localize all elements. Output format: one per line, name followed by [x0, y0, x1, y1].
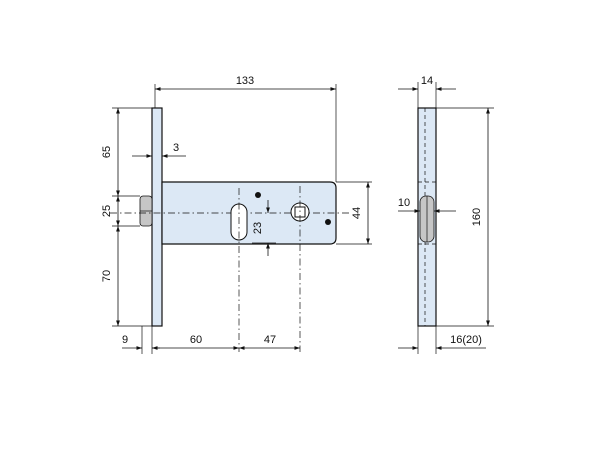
label-3: 3	[173, 142, 179, 154]
lock-case	[161, 181, 337, 245]
label-44: 44	[351, 207, 363, 219]
side-view: 14 10 160 16(20)	[398, 75, 494, 354]
label-47: 47	[264, 334, 276, 346]
label-10: 10	[398, 197, 410, 209]
label-70: 70	[101, 270, 113, 282]
label-160: 160	[471, 208, 483, 226]
label-9: 9	[122, 334, 128, 346]
label-16-20: 16(20)	[450, 334, 482, 346]
faceplate	[151, 107, 163, 327]
front-view: 133 65 25 70 3 44 23 9 60 47	[101, 75, 372, 354]
screw-hole-top	[255, 192, 261, 198]
label-14: 14	[421, 75, 433, 87]
label-60: 60	[190, 334, 202, 346]
label-65: 65	[101, 146, 113, 158]
label-23: 23	[252, 222, 264, 234]
screw-hole-right	[325, 219, 331, 225]
label-25: 25	[101, 205, 113, 217]
label-133: 133	[236, 75, 254, 87]
